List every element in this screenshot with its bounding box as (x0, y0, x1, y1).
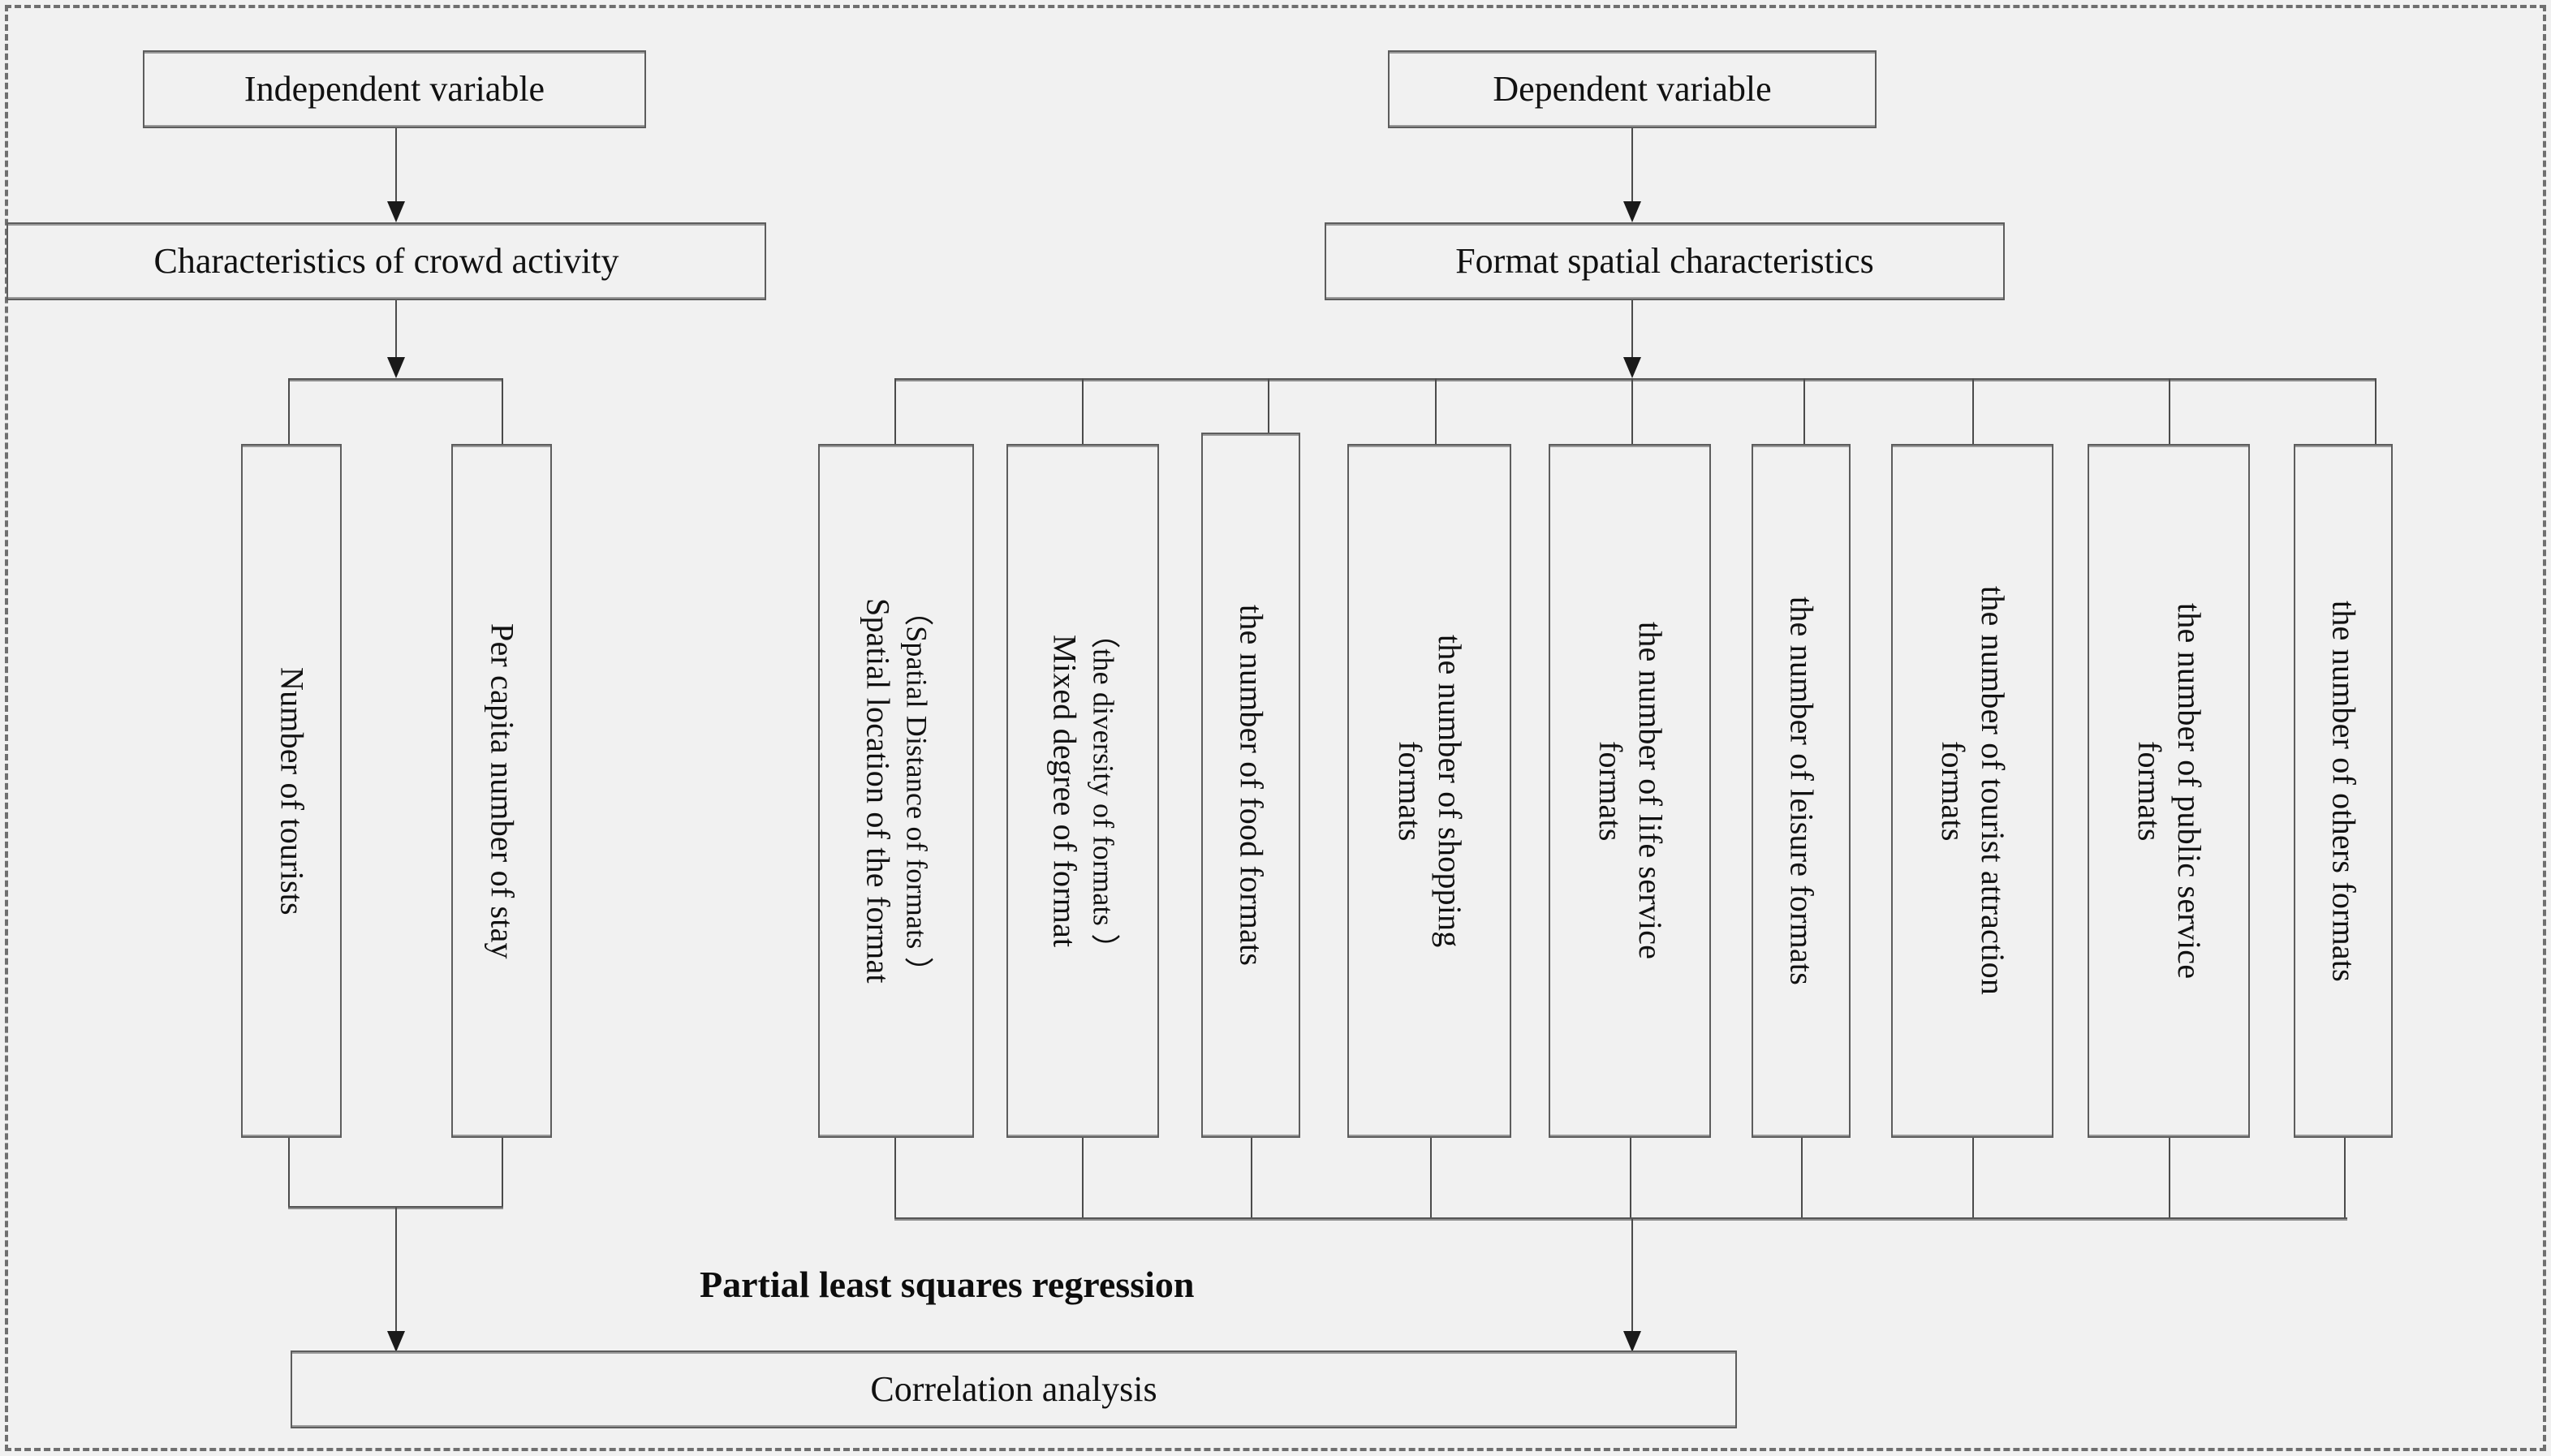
variable-box-public-service-formats[interactable]: the number of public service formats (2088, 444, 2250, 1138)
drop-dependent-4 (1435, 378, 1437, 459)
drop-dependent-3 (1268, 378, 1269, 459)
variable-label-per-capita-number-of-stay: Per capita number of stay (484, 622, 521, 959)
connector-dependent-category-to-bus (1631, 300, 1633, 364)
correlation-analysis-box[interactable]: Correlation analysis (291, 1350, 1737, 1428)
arrowhead-independent-category (387, 201, 405, 222)
variable-box-food-formats[interactable]: the number of food formats (1201, 433, 1300, 1138)
drop-dependent-8 (2169, 378, 2170, 459)
correlation-analysis-label: Correlation analysis (870, 1369, 1157, 1410)
riser-dependent-6 (1801, 1138, 1803, 1219)
variable-label-tourist-attraction-formats: the number of tourist attraction formats (1935, 586, 2011, 996)
arrowhead-dependent-bus (1623, 357, 1641, 378)
riser-dependent-8 (2169, 1138, 2170, 1219)
drop-independent-2 (502, 378, 503, 459)
connector-dependent-bus-to-result (1631, 1219, 1633, 1341)
riser-independent-1 (288, 1138, 290, 1208)
independent-variable-header-box[interactable]: Independent variable (143, 50, 646, 128)
variable-box-leisure-formats[interactable]: the number of leisure formats (1752, 444, 1851, 1138)
riser-dependent-5 (1630, 1138, 1631, 1219)
riser-dependent-7 (1972, 1138, 1974, 1219)
drop-independent-1 (288, 378, 290, 459)
characteristics-of-crowd-activity-box[interactable]: Characteristics of crowd activity (6, 222, 766, 300)
riser-dependent-3 (1251, 1138, 1252, 1219)
format-spatial-characteristics-label: Format spatial characteristics (1455, 241, 1874, 282)
dependent-top-bus (894, 378, 2376, 381)
connector-dependent-header-to-category (1631, 128, 1633, 206)
drop-dependent-2 (1082, 378, 1084, 459)
variable-label-life-service-formats: the number of life service formats (1592, 622, 1669, 960)
riser-dependent-4 (1430, 1138, 1432, 1219)
arrowhead-dependent-category (1623, 201, 1641, 222)
arrowhead-result-left (387, 1331, 405, 1352)
variable-label-leisure-formats: the number of leisure formats (1783, 597, 1821, 985)
variable-box-spatial-location-of-the-format[interactable]: Spatial location of the format （Spatial … (818, 444, 974, 1138)
arrowhead-independent-bus (387, 357, 405, 378)
variable-label-shopping-formats: the number of shopping formats (1392, 634, 1468, 948)
riser-dependent-9 (2344, 1138, 2346, 1219)
variable-label-spatial-location-line2: （Spatial Distance of formats ） (900, 596, 933, 986)
variable-label-food-formats: the number of food formats (1233, 604, 1270, 967)
variable-label-number-of-tourists: Number of tourists (274, 666, 311, 915)
riser-dependent-1 (894, 1138, 896, 1219)
variable-box-mixed-degree-of-format[interactable]: Mixed degree of format （the diversity of… (1006, 444, 1159, 1138)
connector-independent-header-to-category (395, 128, 397, 206)
connector-independent-category-to-bus (395, 300, 397, 364)
variable-box-life-service-formats[interactable]: the number of life service formats (1549, 444, 1711, 1138)
drop-dependent-6 (1803, 378, 1805, 459)
riser-independent-2 (502, 1138, 503, 1208)
partial-least-squares-regression-caption: Partial least squares regression (700, 1264, 1195, 1305)
independent-variable-header-label: Independent variable (243, 69, 545, 110)
drop-dependent-5 (1631, 378, 1633, 459)
variable-label-others-formats: the number of others formats (2325, 600, 2363, 982)
variable-box-shopping-formats[interactable]: the number of shopping formats (1347, 444, 1511, 1138)
characteristics-of-crowd-activity-label: Characteristics of crowd activity (153, 241, 619, 282)
variable-label-public-service-formats: the number of public service formats (2131, 602, 2208, 980)
variable-box-tourist-attraction-formats[interactable]: the number of tourist attraction formats (1891, 444, 2053, 1138)
independent-top-bus (288, 378, 503, 381)
drop-dependent-9 (2375, 378, 2376, 459)
dependent-variable-header-box[interactable]: Dependent variable (1388, 50, 1877, 128)
variable-box-others-formats[interactable]: the number of others formats (2294, 444, 2393, 1138)
connector-independent-bus-to-result (395, 1208, 397, 1341)
drop-dependent-7 (1972, 378, 1974, 459)
variable-box-per-capita-number-of-stay[interactable]: Per capita number of stay (451, 444, 552, 1138)
format-spatial-characteristics-box[interactable]: Format spatial characteristics (1325, 222, 2005, 300)
riser-dependent-2 (1082, 1138, 1084, 1219)
variable-label-mixed-degree-line1: Mixed degree of format (1046, 634, 1084, 948)
variable-box-number-of-tourists[interactable]: Number of tourists (241, 444, 342, 1138)
arrowhead-result-right (1623, 1331, 1641, 1352)
variable-label-spatial-location-line1: Spatial location of the format (860, 598, 897, 984)
dependent-variable-header-label: Dependent variable (1493, 69, 1772, 110)
dependent-bottom-bus (894, 1217, 2347, 1221)
drop-dependent-1 (894, 378, 896, 459)
variable-label-mixed-degree-line2: （the diversity of formats ） (1087, 618, 1120, 963)
